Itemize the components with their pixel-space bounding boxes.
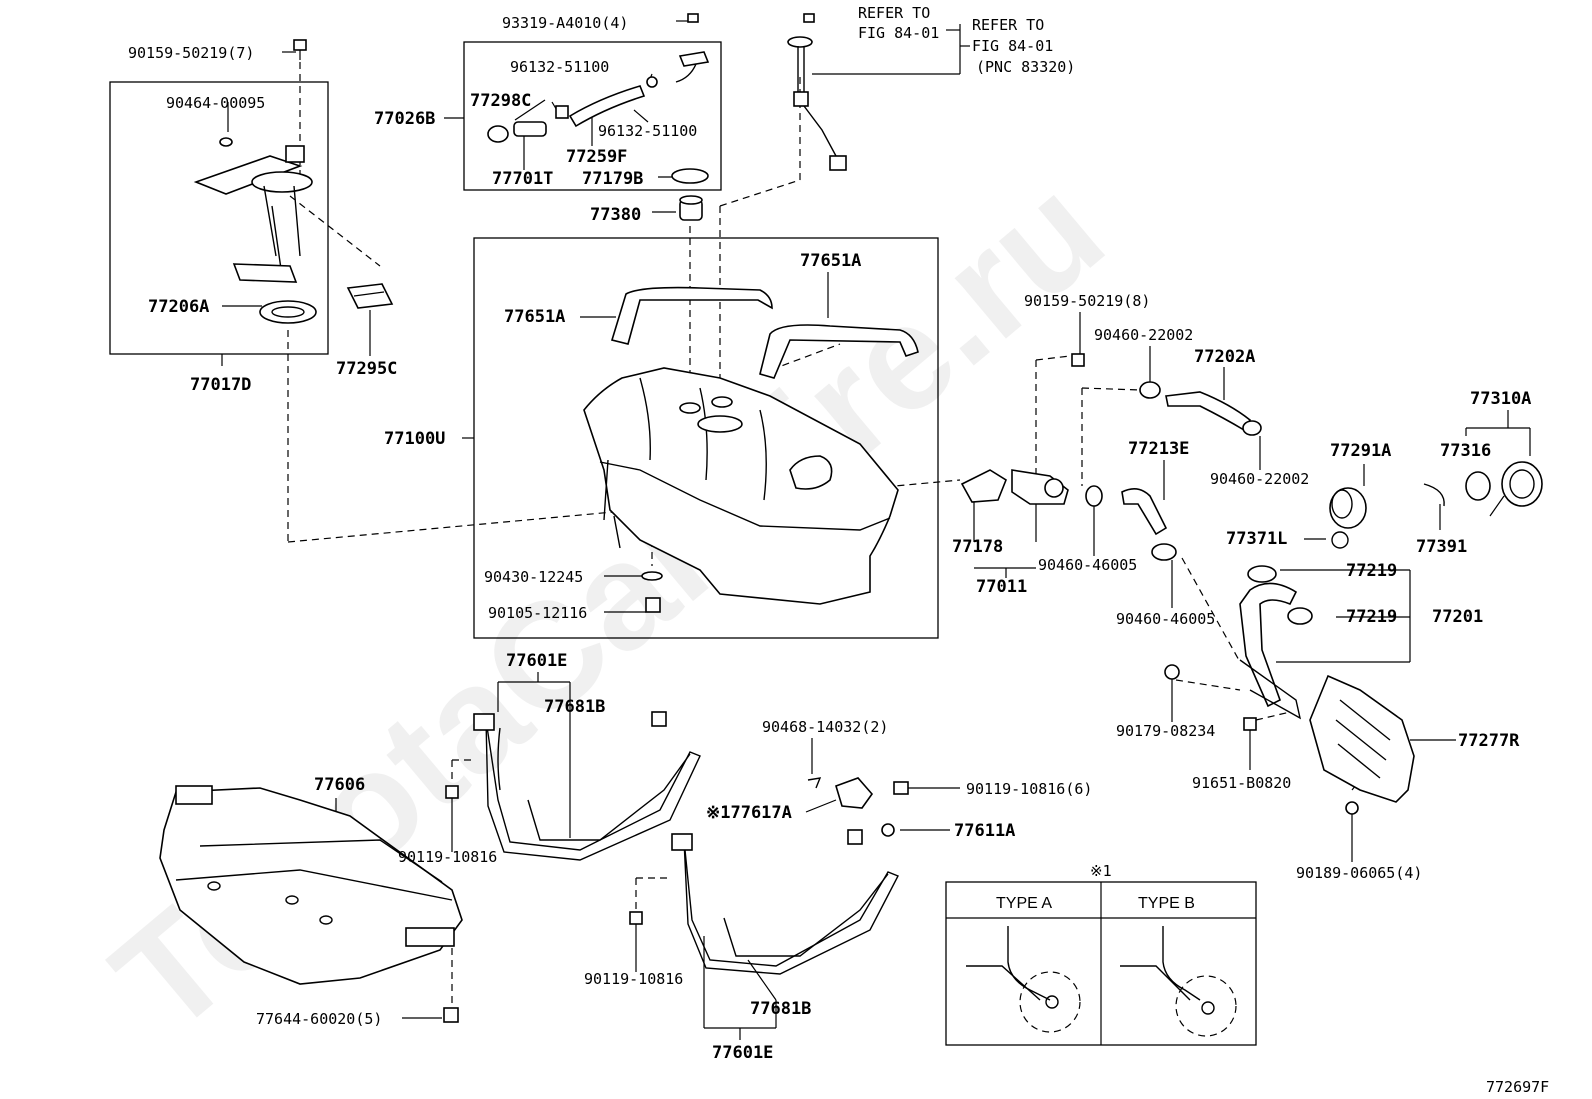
label-77651a-left: 77651A bbox=[504, 307, 565, 327]
label-90119-10816-a: 90119-10816 bbox=[398, 848, 497, 866]
label-77391: 77391 bbox=[1416, 537, 1467, 557]
label-77298c: 77298C bbox=[470, 91, 531, 111]
label-77179b: 77179B bbox=[582, 169, 643, 189]
label-77601e-top: 77601E bbox=[506, 651, 567, 671]
cap-icon bbox=[679, 195, 703, 221]
type-a-label: TYPE A bbox=[996, 895, 1052, 912]
label-90189-06065: 90189-06065(4) bbox=[1296, 864, 1422, 882]
tank-band-icon bbox=[473, 711, 899, 975]
fuel-pump-icon bbox=[193, 137, 313, 283]
label-77371l: 77371L bbox=[1226, 529, 1287, 549]
label-77681b-top: 77681B bbox=[544, 697, 605, 717]
tank-straps-icon bbox=[610, 286, 919, 379]
inset-mark: ※1 bbox=[1090, 862, 1112, 880]
label-77617a: ※177617A bbox=[706, 803, 792, 823]
label-90468-14032: 90468-14032(2) bbox=[762, 718, 888, 736]
type-b-label: TYPE B bbox=[1138, 895, 1195, 912]
refer-to-2-line3: (PNC 83320) bbox=[976, 58, 1075, 76]
gas-cap-icon bbox=[1329, 461, 1543, 549]
label-77681b-bottom: 77681B bbox=[750, 999, 811, 1019]
label-90460-46005-a: 90460-46005 bbox=[1038, 556, 1137, 574]
label-90159-50219-7: 90159-50219(7) bbox=[128, 44, 254, 62]
label-96132-51100-b: 96132-51100 bbox=[598, 122, 697, 140]
label-77310a: 77310A bbox=[1470, 389, 1531, 409]
label-77219-b: 77219 bbox=[1346, 607, 1397, 627]
label-90179-08234: 90179-08234 bbox=[1116, 722, 1215, 740]
label-77380: 77380 bbox=[590, 205, 641, 225]
label-96132-51100-a: 96132-51100 bbox=[510, 58, 609, 76]
label-90460-22002-b: 90460-22002 bbox=[1210, 470, 1309, 488]
label-77277r: 77277R bbox=[1458, 731, 1520, 751]
label-77011: 77011 bbox=[976, 577, 1027, 597]
label-77611a: 77611A bbox=[954, 821, 1015, 841]
label-77651a-right: 77651A bbox=[800, 251, 861, 271]
refer-to-1-line1: REFER TO bbox=[858, 4, 930, 22]
label-77606: 77606 bbox=[314, 775, 365, 795]
refer-to-2-line1: REFER TO bbox=[972, 16, 1044, 34]
leader-lines bbox=[221, 20, 1531, 1040]
sender-gauge-icon bbox=[787, 36, 847, 171]
label-91651-b0820: 91651-B0820 bbox=[1192, 774, 1291, 792]
refer-to-1-line2: FIG 84-01 bbox=[858, 24, 939, 42]
label-90105-12116: 90105-12116 bbox=[488, 604, 587, 622]
label-77213e: 77213E bbox=[1128, 439, 1189, 459]
label-77295c: 77295C bbox=[336, 359, 397, 379]
label-77201: 77201 bbox=[1432, 607, 1483, 627]
label-77026b: 77026B bbox=[374, 109, 435, 129]
part-labels: 93319-A4010(4) 90159-50219(7) 90464-0009… bbox=[128, 4, 1549, 1096]
label-77316: 77316 bbox=[1440, 441, 1491, 461]
vent-valve-icon bbox=[487, 51, 710, 184]
hose-clamp-icon bbox=[1071, 353, 1262, 561]
filler-neck-icon bbox=[960, 469, 1069, 505]
label-77644-60020: 77644-60020(5) bbox=[256, 1010, 382, 1028]
fuel-tank-icon bbox=[583, 367, 899, 605]
skid-plate-icon bbox=[159, 785, 463, 985]
label-93319-a4010: 93319-A4010(4) bbox=[502, 14, 628, 32]
refer-to-2-line2: FIG 84-01 bbox=[972, 37, 1053, 55]
label-77017d: 77017D bbox=[190, 375, 251, 395]
bracket-clip-icon bbox=[807, 777, 909, 837]
label-90430-12245: 90430-12245 bbox=[484, 568, 583, 586]
label-77291a: 77291A bbox=[1330, 441, 1391, 461]
gasket-icon bbox=[259, 300, 317, 324]
label-77219-a: 77219 bbox=[1346, 561, 1397, 581]
inlet-pipe-icon bbox=[1164, 565, 1313, 731]
figure-code: 772697F bbox=[1486, 1078, 1549, 1096]
label-77701t: 77701T bbox=[492, 169, 553, 189]
label-77202a: 77202A bbox=[1194, 347, 1255, 367]
stud-bolt-icon bbox=[443, 571, 663, 1023]
label-90464-00095: 90464-00095 bbox=[166, 94, 265, 112]
label-77601e-bottom: 77601E bbox=[712, 1043, 773, 1063]
label-90460-46005-b: 90460-46005 bbox=[1116, 610, 1215, 628]
bracket-icon bbox=[346, 283, 394, 309]
vent-valve-box bbox=[463, 41, 722, 191]
label-77178: 77178 bbox=[952, 537, 1003, 557]
label-90460-22002-a: 90460-22002 bbox=[1094, 326, 1193, 344]
label-77259f: 77259F bbox=[566, 147, 627, 167]
protector-icon bbox=[1309, 674, 1415, 815]
pump-assembly-box bbox=[109, 81, 329, 355]
label-77100u: 77100U bbox=[384, 429, 445, 449]
label-77206a: 77206A bbox=[148, 297, 209, 317]
label-90159-50219-8: 90159-50219(8) bbox=[1024, 292, 1150, 310]
bolt-icon bbox=[293, 13, 815, 60]
label-90119-10816-6: 90119-10816(6) bbox=[966, 780, 1092, 798]
label-90119-10816-b: 90119-10816 bbox=[584, 970, 683, 988]
type-inset bbox=[945, 881, 1257, 1046]
